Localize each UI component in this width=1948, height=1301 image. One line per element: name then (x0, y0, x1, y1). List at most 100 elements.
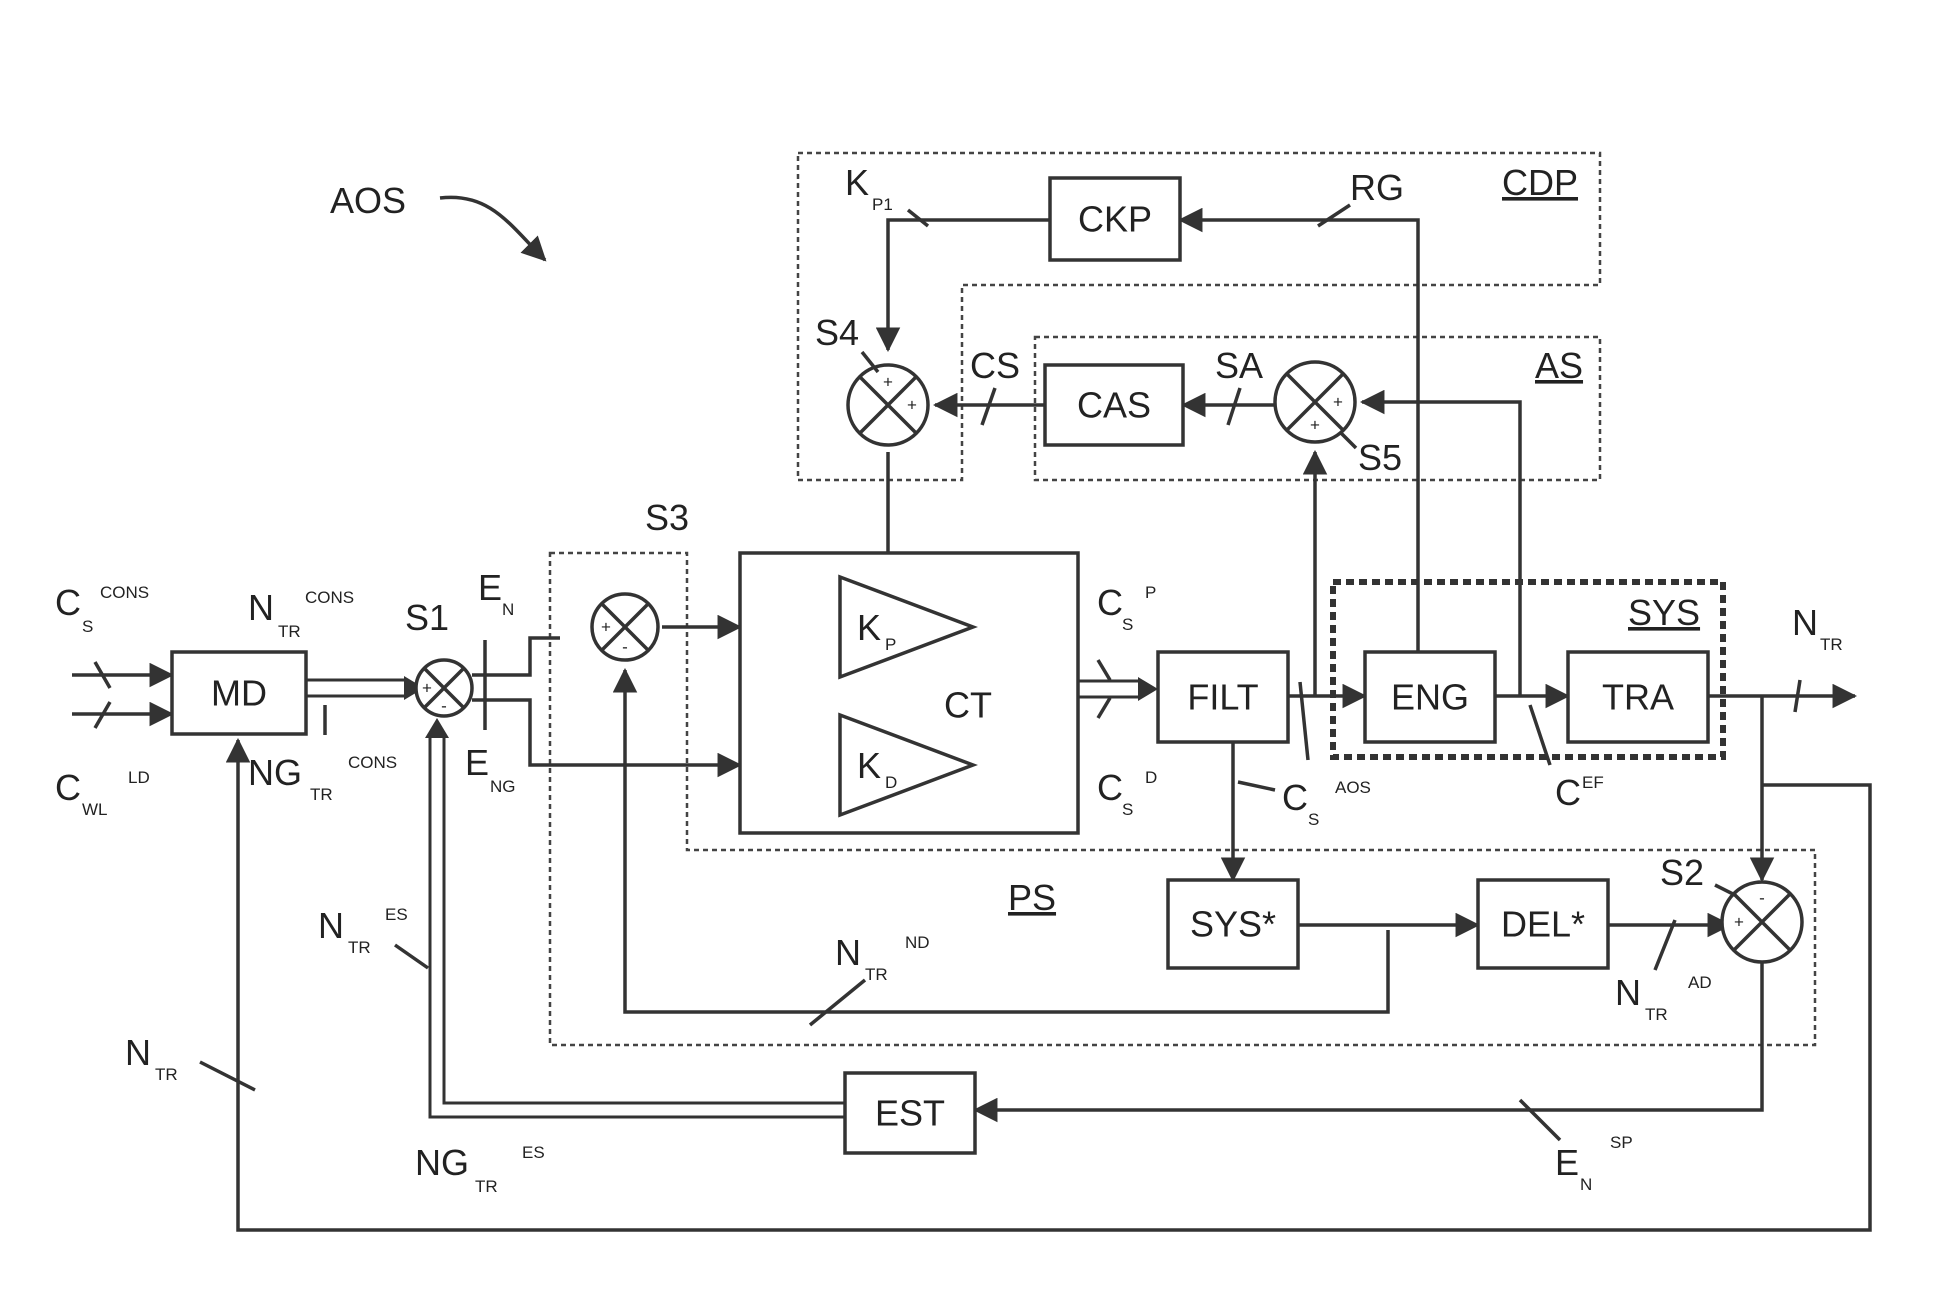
svg-text:CAS: CAS (1077, 385, 1151, 426)
svg-text:TRA: TRA (1602, 677, 1674, 718)
label-kp1: K P1 (845, 162, 893, 214)
del-star-block: DEL* (1478, 880, 1608, 968)
svg-text:S: S (1122, 800, 1133, 819)
label-en-sp: E N SP (1555, 1133, 1633, 1194)
label-sa: SA (1215, 345, 1263, 386)
label-ntr-cons: N TR CONS (248, 587, 354, 641)
summing-junction-s3: + - (592, 594, 658, 660)
svg-text:CONS: CONS (100, 583, 149, 602)
label-cs: CS (970, 345, 1020, 386)
svg-text:C: C (1097, 582, 1123, 623)
svg-text:NG: NG (415, 1142, 469, 1183)
svg-text:P1: P1 (872, 195, 893, 214)
svg-text:TR: TR (475, 1177, 498, 1196)
svg-text:+: + (1734, 913, 1744, 932)
svg-text:S: S (1308, 810, 1319, 829)
ps-group-label: PS (1008, 877, 1056, 918)
ct-block: CT (740, 553, 1078, 833)
label-rg: RG (1350, 167, 1404, 208)
s3-label: S3 (645, 497, 689, 538)
svg-text:C: C (1097, 767, 1123, 808)
aos-reference-label: AOS (330, 180, 406, 221)
svg-text:P: P (1145, 583, 1156, 602)
svg-text:CKP: CKP (1078, 199, 1152, 240)
svg-text:EF: EF (1582, 773, 1604, 792)
svg-text:TR: TR (348, 938, 371, 957)
aos-reference-arrow (440, 197, 545, 260)
svg-text:FILT: FILT (1187, 677, 1258, 718)
svg-text:+: + (601, 618, 611, 637)
s1-label: S1 (405, 597, 449, 638)
svg-text:DEL*: DEL* (1501, 904, 1585, 945)
label-cs-aos: C S AOS (1282, 777, 1371, 829)
summing-junction-s1: + - (416, 660, 472, 716)
svg-text:ES: ES (522, 1143, 545, 1162)
s4-label: S4 (815, 312, 859, 353)
label-cef: C EF (1555, 772, 1604, 813)
svg-text:ND: ND (905, 933, 930, 952)
label-ngtr-es: NG TR ES (415, 1142, 545, 1196)
svg-text:CONS: CONS (348, 753, 397, 772)
svg-text:ENG: ENG (1391, 677, 1469, 718)
label-ntr-ad: N TR AD (1615, 972, 1712, 1024)
svg-text:TR: TR (278, 622, 301, 641)
svg-text:NG: NG (248, 752, 302, 793)
svg-text:N: N (318, 905, 344, 946)
svg-text:AOS: AOS (1335, 778, 1371, 797)
label-cwl-ld: C WL LD (55, 767, 150, 819)
svg-text:N: N (502, 600, 514, 619)
svg-text:SP: SP (1610, 1133, 1633, 1152)
svg-text:S: S (82, 617, 93, 636)
svg-text:E: E (1555, 1142, 1579, 1183)
svg-text:AD: AD (1688, 973, 1712, 992)
svg-text:E: E (478, 567, 502, 608)
est-block: EST (845, 1073, 975, 1153)
svg-text:EST: EST (875, 1093, 945, 1134)
svg-text:ES: ES (385, 905, 408, 924)
label-ntr-nd: N TR ND (835, 932, 930, 984)
cdp-group-label: CDP (1502, 162, 1578, 203)
svg-text:N: N (835, 932, 861, 973)
svg-text:N: N (125, 1032, 151, 1073)
svg-text:NG: NG (490, 777, 516, 796)
label-ntr-output: N TR (1792, 602, 1843, 654)
svg-text:C: C (55, 582, 81, 623)
svg-text:C: C (1282, 777, 1308, 818)
svg-text:+: + (1310, 416, 1320, 435)
summing-junction-s4: + + (848, 365, 928, 445)
as-group-label: AS (1535, 345, 1583, 386)
svg-text:-: - (1759, 889, 1765, 908)
label-ntr-feedback: N TR (125, 1032, 178, 1084)
eng-block: ENG (1365, 652, 1495, 742)
svg-text:CONS: CONS (305, 588, 354, 607)
svg-text:+: + (907, 396, 917, 415)
svg-text:E: E (465, 742, 489, 783)
svg-text:K: K (857, 607, 881, 648)
svg-text:S: S (1122, 615, 1133, 634)
svg-text:+: + (883, 373, 893, 392)
sys-group-label: SYS (1628, 592, 1700, 633)
svg-text:N: N (1580, 1175, 1592, 1194)
svg-text:P: P (885, 635, 896, 654)
label-en: E N (478, 567, 514, 619)
svg-text:C: C (55, 767, 81, 808)
s5-label: S5 (1358, 437, 1402, 478)
s2-label: S2 (1660, 852, 1704, 893)
label-cs-cons: C S CONS (55, 582, 149, 636)
svg-text:TR: TR (1645, 1005, 1668, 1024)
label-ntr-es: N TR ES (318, 905, 408, 957)
svg-text:K: K (845, 162, 869, 203)
svg-text:TR: TR (1820, 635, 1843, 654)
svg-text:LD: LD (128, 768, 150, 787)
svg-text:-: - (441, 697, 447, 716)
cas-block: CAS (1045, 365, 1183, 445)
sys-star-block: SYS* (1168, 880, 1298, 968)
label-ngtr-cons: NG TR CONS (248, 752, 397, 804)
label-cs-d: C S D (1097, 767, 1157, 819)
svg-text:D: D (885, 773, 897, 792)
svg-text:K: K (857, 745, 881, 786)
svg-text:TR: TR (155, 1065, 178, 1084)
svg-text:N: N (248, 587, 274, 628)
tra-block: TRA (1568, 652, 1708, 742)
